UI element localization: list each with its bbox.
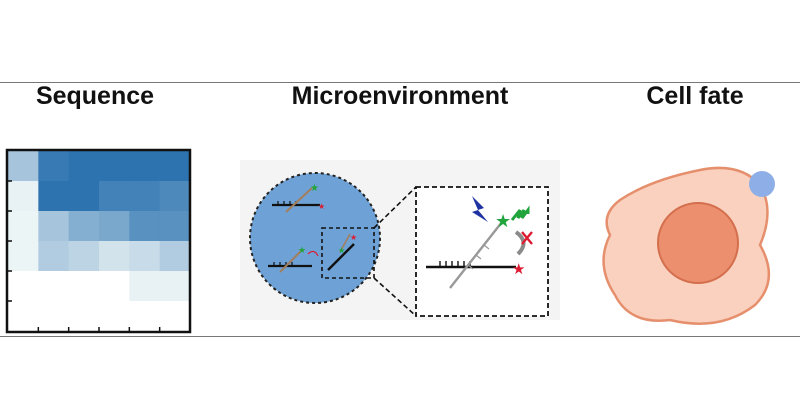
svg-text:★: ★ (350, 233, 357, 242)
zoom-connector-top (373, 186, 417, 229)
sequence-heading: Sequence (35, 82, 155, 110)
heatmap-cell (129, 301, 161, 332)
svg-text:★: ★ (338, 246, 345, 255)
heatmap-cell (38, 181, 70, 212)
probe-highlighted: ★ ★ (327, 233, 357, 271)
bottom-divider (0, 336, 800, 337)
heatmap-cell (8, 301, 39, 332)
heatmap-cell (129, 181, 161, 212)
heatmap-cell (99, 271, 130, 302)
heatmap-cell (38, 211, 70, 242)
top-divider (0, 82, 800, 83)
heatmap-cell (159, 211, 191, 242)
heatmap-cell (99, 241, 130, 272)
svg-text:★: ★ (318, 202, 325, 211)
heatmap-cell (99, 181, 130, 212)
heatmap-cell (68, 211, 100, 242)
heatmap-cell (38, 241, 70, 272)
heatmap-cell (129, 151, 161, 182)
heatmap-cell (159, 241, 191, 272)
zoomed-probe: ★ ★ (426, 196, 533, 289)
probe-top: ★ ★ (272, 183, 325, 213)
emission-wave (510, 205, 530, 221)
heatmap-cell (38, 271, 70, 302)
heatmap-cells (8, 151, 191, 332)
cell-diagram (602, 166, 775, 325)
heatmap-cell (129, 271, 161, 302)
zoom-source-box (321, 227, 375, 279)
heatmap-cell (8, 241, 39, 272)
svg-text:★: ★ (310, 183, 319, 194)
nucleus (657, 202, 739, 284)
heatmap-cell (99, 301, 130, 332)
heatmap-cell (159, 181, 191, 212)
heatmap-cell (8, 271, 39, 302)
microenvironment-diagram: ★ ★ ★ ★ ★ ★ (240, 160, 560, 320)
heatmap-cell (38, 301, 70, 332)
heatmap-cell (68, 151, 100, 182)
heatmap-cell (159, 301, 191, 332)
heatmap-cell (8, 211, 39, 242)
heatmap-cell (129, 211, 161, 242)
svg-text:★: ★ (298, 245, 306, 255)
heatmap-cell (8, 181, 39, 212)
probe-bottom: ★ (268, 245, 319, 273)
attached-bead (749, 171, 775, 197)
heatmap-cell (38, 151, 70, 182)
heatmap-cell (159, 271, 191, 302)
heatmap-cell (159, 151, 191, 182)
zoom-connector-bottom (373, 277, 417, 317)
heatmap-cell (68, 271, 100, 302)
heatmap-cell (99, 151, 130, 182)
heatmap-cell (68, 241, 100, 272)
heatmap-cell (99, 211, 130, 242)
svg-text:★: ★ (495, 211, 511, 231)
microenvironment-heading: Microenvironment (291, 82, 509, 110)
excitation-bolt (472, 196, 488, 222)
heatmap-cell (68, 301, 100, 332)
sequence-heatmap (5, 148, 192, 334)
quench-cross (521, 231, 533, 245)
heatmap-cell (68, 181, 100, 212)
heatmap-cell (8, 151, 39, 182)
heatmap-cell (129, 241, 161, 272)
svg-text:★: ★ (512, 261, 525, 278)
heatmap-ticks (7, 180, 161, 332)
cell-fate-heading: Cell fate (646, 82, 744, 110)
